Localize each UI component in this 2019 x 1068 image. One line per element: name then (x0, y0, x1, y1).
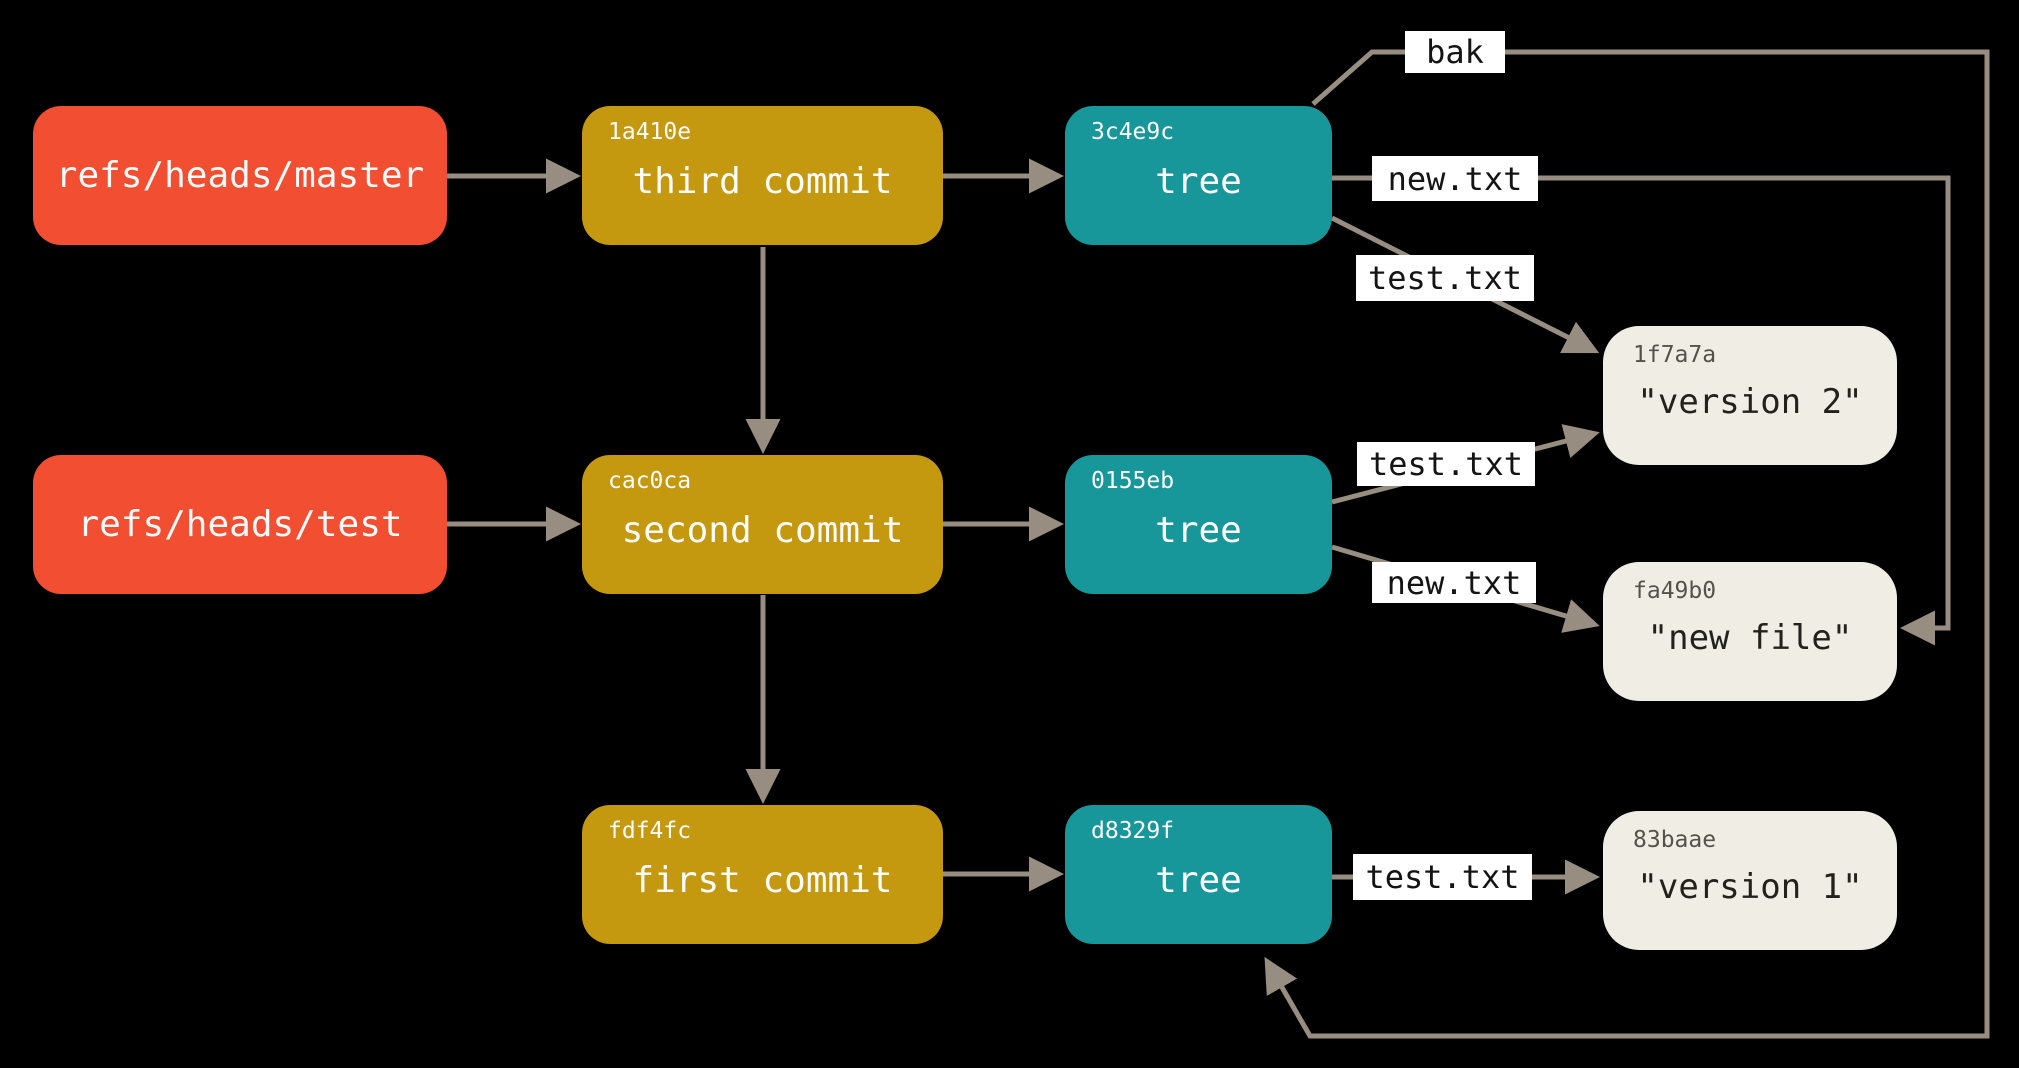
blob-content: "new file" (1647, 617, 1853, 658)
commit-box-second: cac0ca second commit (582, 455, 943, 594)
blob-hash: 1f7a7a (1633, 342, 1717, 368)
blob-box-83baae: 83baae "version 1" (1603, 811, 1897, 950)
blob-content: "version 1" (1637, 866, 1863, 907)
commit-hash: cac0ca (608, 468, 692, 494)
commit-message: second commit (621, 510, 904, 551)
tree-label: tree (1155, 161, 1242, 202)
tree-box-0155eb: 0155eb tree (1065, 455, 1332, 594)
ref-box-master: refs/heads/master (33, 106, 447, 245)
ref-name: refs/heads/master (55, 155, 425, 196)
tree-box-3c4e9c: 3c4e9c tree (1065, 106, 1332, 245)
blob-content: "version 2" (1637, 381, 1863, 422)
tree-label: tree (1155, 860, 1242, 901)
commit-box-first: fdf4fc first commit (582, 805, 943, 944)
tree-box-d8329f: d8329f tree (1065, 805, 1332, 944)
tree-label: tree (1155, 510, 1242, 551)
commit-message: third commit (632, 161, 893, 202)
commit-box-third: 1a410e third commit (582, 106, 943, 245)
edge-label-testtxt-row2: test.txt (1357, 442, 1535, 486)
blob-box-fa49b0: fa49b0 "new file" (1603, 562, 1897, 701)
tree-hash: 0155eb (1091, 468, 1175, 494)
ref-name: refs/heads/test (77, 504, 403, 545)
commit-hash: fdf4fc (608, 818, 692, 844)
ref-box-test: refs/heads/test (33, 455, 447, 594)
edge-label-newtxt-top: new.txt (1372, 156, 1538, 201)
edge-bak-to-tree-d8329f (1264, 49, 1990, 1039)
edge-label-testtxt-row3: test.txt (1353, 854, 1532, 900)
commit-message: first commit (632, 860, 893, 901)
edge-label-newtxt-row2: new.txt (1372, 562, 1536, 603)
tree-hash: 3c4e9c (1091, 119, 1175, 145)
edge-label-bak: bak (1405, 31, 1505, 73)
tree-hash: d8329f (1091, 818, 1175, 844)
edge-label-testtxt-row1: test.txt (1356, 255, 1534, 301)
blob-hash: 83baae (1633, 827, 1717, 853)
blob-hash: fa49b0 (1633, 578, 1717, 604)
edge-newtxt-top-to-blob-fa49b0 (1332, 175, 1951, 646)
blob-box-1f7a7a: 1f7a7a "version 2" (1603, 326, 1897, 465)
commit-hash: 1a410e (608, 119, 692, 145)
